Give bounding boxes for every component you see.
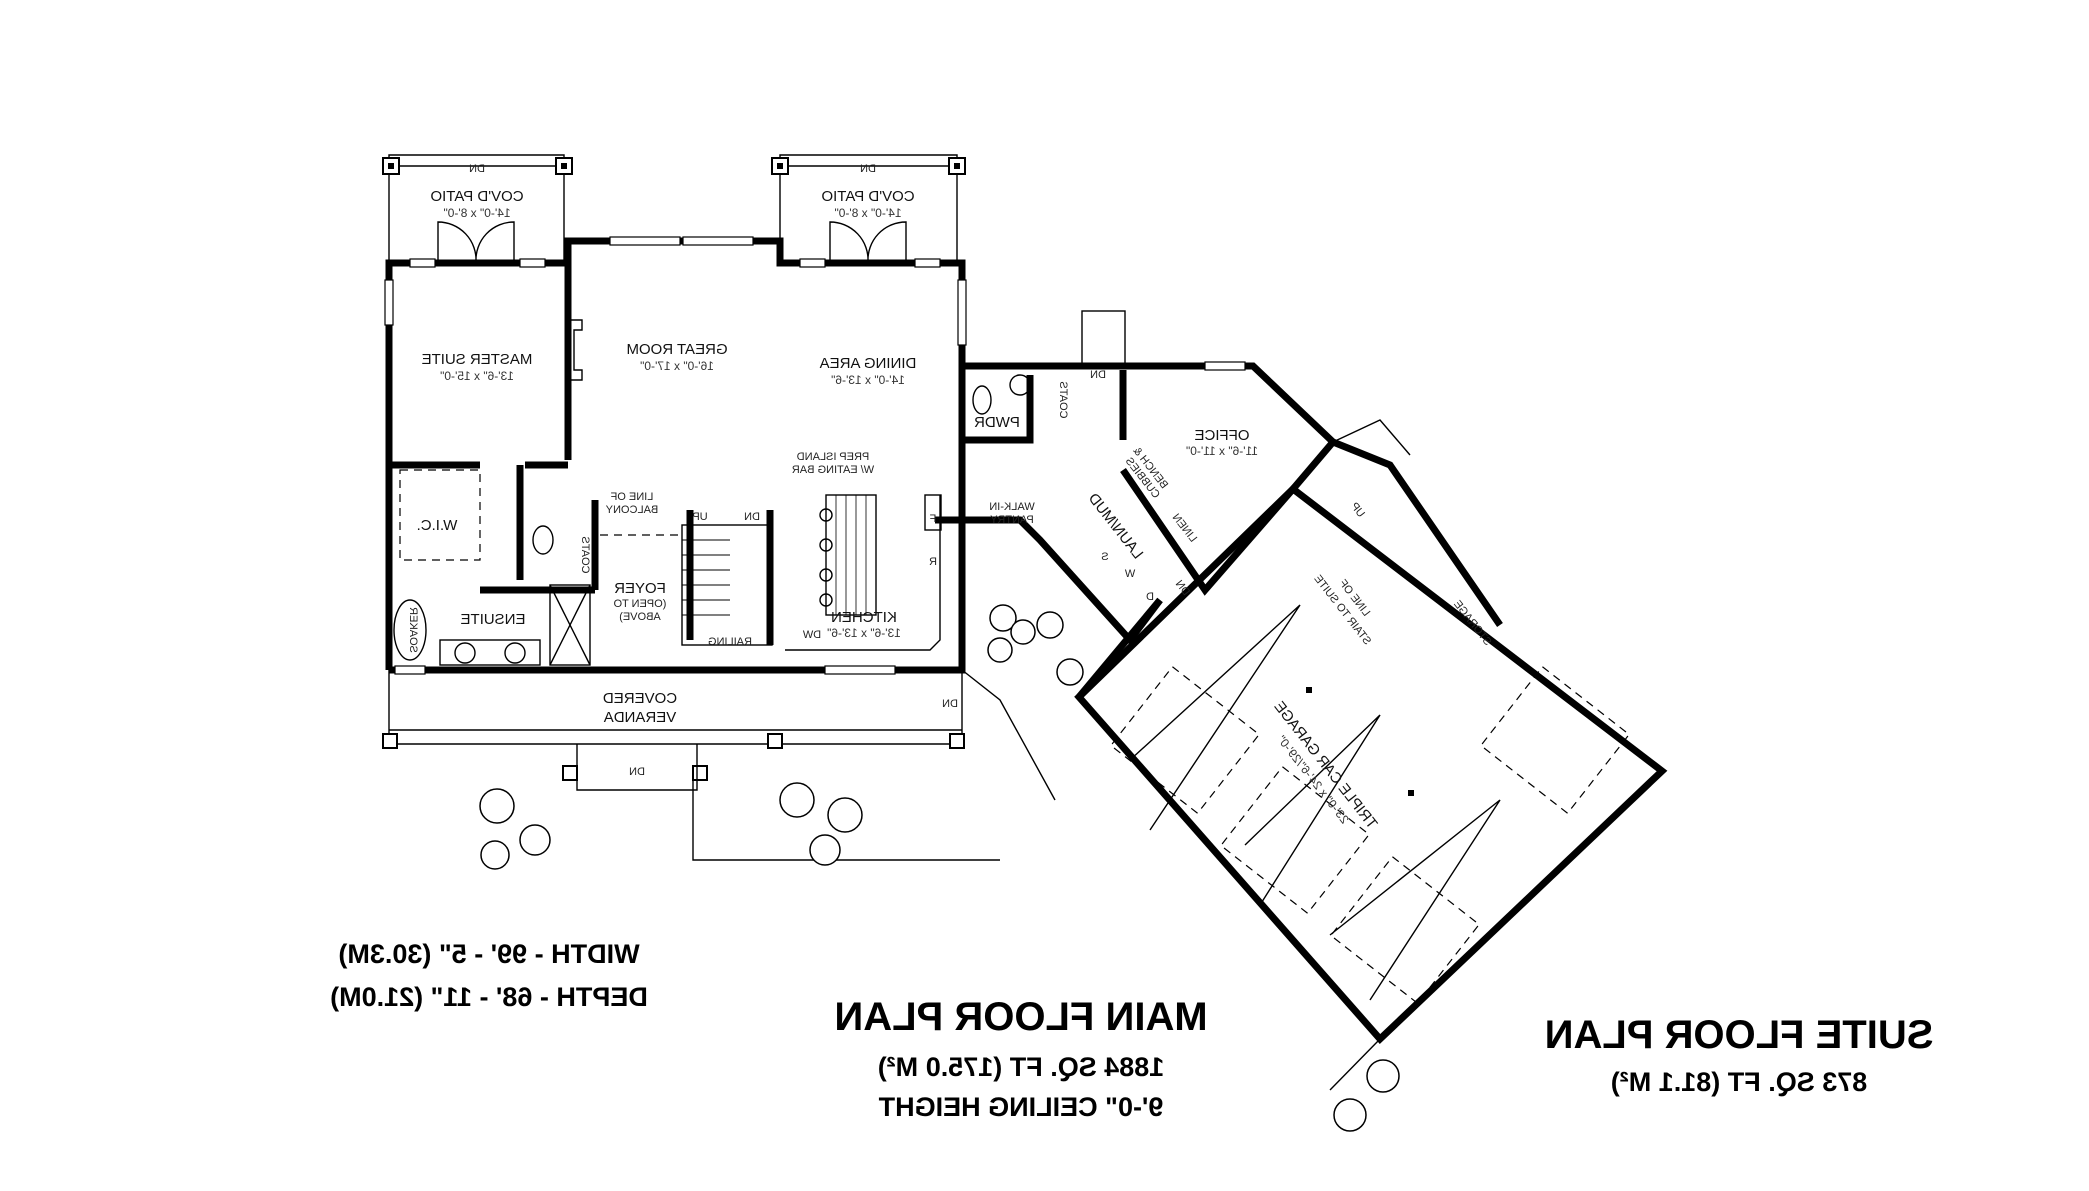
- suite-floor-area: 873 SQ. FT (81.1 M²): [1611, 1067, 1868, 1097]
- line-of-balcony-2: BALCONY: [605, 504, 658, 516]
- dw-label: DW: [802, 629, 821, 641]
- main-stairs: [600, 524, 773, 646]
- depth-text: DEPTH - 68' - 11" (21.0M): [330, 982, 648, 1012]
- dryer-label: D: [1146, 591, 1154, 603]
- dining-area-dims: 14'-0" x 13'-6": [831, 373, 905, 387]
- walkin-pantry-1: WALK-IN: [989, 501, 1034, 513]
- main-floor-area: 1884 SQ. FT (175.0 M²): [878, 1052, 1165, 1082]
- ensuite-label: ENSUITE: [460, 611, 525, 628]
- foyer-note-1: (OPEN TO: [613, 598, 666, 610]
- sink-label: S: [1101, 551, 1108, 563]
- walkin-pantry-2: PANTRY: [990, 514, 1034, 526]
- dn-label-entry: DN: [1090, 369, 1106, 381]
- fridge-label: F: [929, 513, 936, 525]
- office-dims: 11'-6" x 11'-0": [1186, 444, 1258, 458]
- railing-label: RAILING: [708, 636, 752, 648]
- covd-patio-left-dims: 14'-0" x 8'-0": [443, 206, 510, 220]
- pwdr-label: PWDR: [974, 414, 1020, 431]
- dn-label-stair: DN: [744, 511, 760, 523]
- prep-island-1: PREP ISLAND: [797, 451, 870, 463]
- suite-floor-plan-title: SUITE FLOOR PLAN: [1545, 1013, 1934, 1057]
- office-label: OFFICE: [1195, 427, 1250, 444]
- covd-patio-right-dims: 14'-0" x 8'-0": [834, 206, 901, 220]
- office-block-walls: [962, 310, 1336, 700]
- dn-label-patio-right: DN: [860, 163, 876, 175]
- dn-label-veranda: DN: [942, 698, 958, 710]
- covd-patio-right-label: COV'D PATIO: [821, 188, 914, 205]
- foyer-note-2: ABOVE): [619, 611, 661, 623]
- dn-label-steps: DN: [629, 766, 645, 778]
- garage-walls: [1074, 419, 1668, 1045]
- ensuite-fixtures: [393, 469, 591, 666]
- great-room-dims: 16'-0" x 17'-0": [640, 359, 714, 373]
- covered-veranda-2: VERANDA: [604, 709, 677, 726]
- plan-summary: WIDTH - 99' - 5" (30.3M) DEPTH - 68' - 1…: [330, 939, 1933, 1122]
- master-suite-dims: 13'-6" x 15'-0": [440, 369, 514, 383]
- wic-label: W.I.C.: [417, 517, 458, 534]
- main-floor-plan-title: MAIN FLOOR PLAN: [834, 995, 1207, 1039]
- dn-label-patio-left: DN: [469, 163, 485, 175]
- covd-patio-left-label: COV'D PATIO: [430, 188, 523, 205]
- veranda: [382, 669, 1381, 1091]
- coats-label-2: COATS: [579, 536, 591, 573]
- covd-patio-right-outline: [771, 154, 966, 263]
- line-of-balcony-1: LINE OF: [610, 491, 653, 503]
- landscape-trees: [479, 604, 1400, 1132]
- kitchen-label: KITCHEN: [831, 609, 897, 626]
- dining-area-label: DINING AREA: [820, 355, 917, 372]
- covd-patio-left-outline: [382, 154, 573, 263]
- width-text: WIDTH - 99' - 5" (30.3M): [338, 939, 639, 969]
- kitchen-dims: 13'-6" x 13'-6": [827, 626, 901, 640]
- great-room-label: GREAT ROOM: [626, 341, 727, 358]
- master-suite-label: MASTER SUITE: [422, 351, 533, 368]
- kitchen-island: [785, 494, 942, 651]
- prep-island-2: W/ EATING BAR: [792, 464, 874, 476]
- foyer-label: FOYER: [614, 580, 666, 597]
- covered-veranda-1: COVERED: [603, 690, 677, 707]
- soaker-label: SOAKER: [407, 607, 419, 653]
- up-label: UP: [692, 511, 707, 523]
- coats-label-1: COATS: [1057, 381, 1069, 418]
- washer-label: W: [1124, 568, 1135, 580]
- main-ceiling-height: 9'-0" CEILING HEIGHT: [878, 1092, 1163, 1122]
- main-walls: [384, 236, 967, 675]
- range-label: R: [929, 556, 937, 568]
